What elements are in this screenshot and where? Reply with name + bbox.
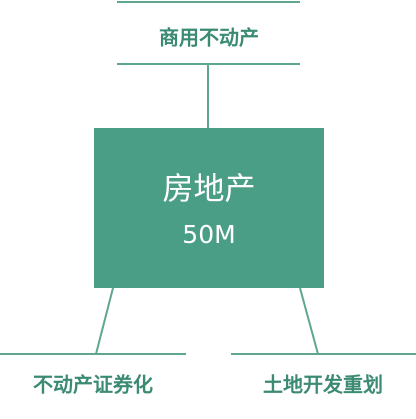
- node-bottom-right: 土地开发重划: [231, 353, 416, 397]
- center-box: [94, 128, 324, 288]
- center-value: 50M: [182, 220, 235, 249]
- node-top-label: 商用不动产: [159, 26, 259, 50]
- node-bottom-left-label: 不动产证券化: [33, 373, 153, 397]
- node-bottom-left: 不动产证券化: [0, 353, 186, 397]
- connector-bottom-left: [95, 287, 114, 355]
- connector-bottom-right: [299, 287, 319, 355]
- node-bottom-right-label: 土地开发重划: [263, 373, 383, 397]
- node-top: 商用不动产: [117, 1, 300, 65]
- center-title: 房地产: [163, 172, 256, 208]
- center-node: 房地产 50M: [94, 128, 324, 288]
